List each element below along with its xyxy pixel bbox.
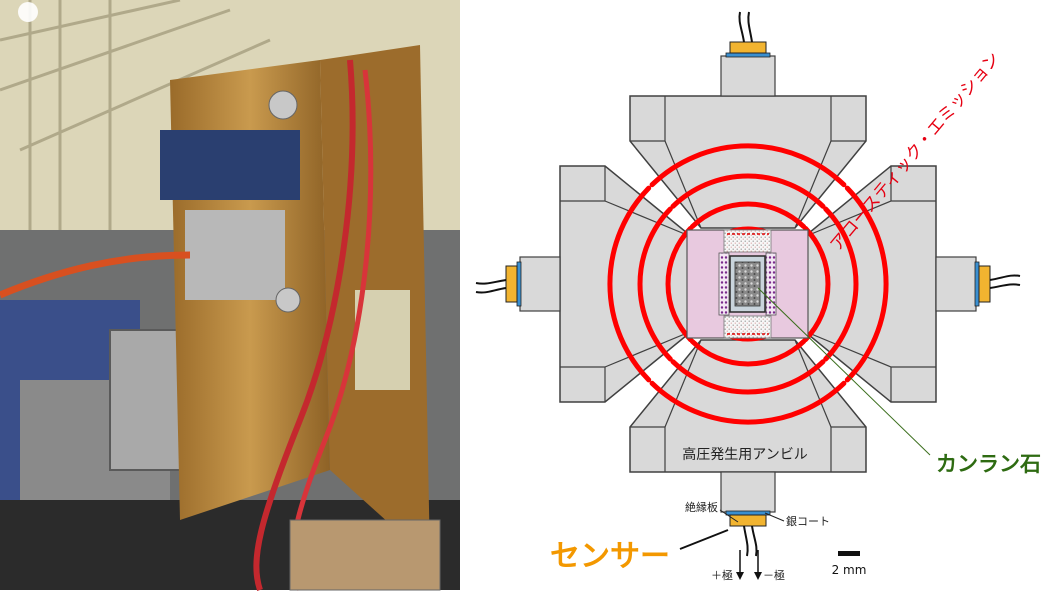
sensor-bottom-insulator [725, 510, 771, 516]
sensor-left-insulator [516, 261, 522, 307]
red-hose-1 [253, 59, 356, 591]
emission-arc-up-4 [670, 173, 826, 209]
lower-spacer [723, 315, 772, 339]
anvil-label: 高圧発生用アンビル [682, 446, 807, 463]
minus-pole-label: －極 [763, 568, 785, 582]
silver-coat-leader [764, 512, 785, 522]
insulator-leader [719, 509, 739, 523]
sensor-bottom [725, 510, 771, 557]
sample-label: カンラン石 [936, 452, 1041, 476]
olivine-sample [734, 261, 761, 307]
anvil-bottom-bevel-right [664, 339, 702, 428]
scale-bar [838, 551, 860, 556]
orange-hose [0, 251, 191, 299]
emission-arc-left-4 [637, 206, 673, 362]
frame-bolt-2 [275, 287, 301, 313]
sensor-left [475, 261, 522, 307]
emission-arc-up-3 [689, 201, 807, 229]
sensor-leader [679, 529, 729, 550]
press-top-plate [160, 130, 300, 200]
emission-arc-left-3 [665, 225, 693, 343]
plus-arrow [736, 572, 744, 580]
sensor-label: センサー [550, 539, 670, 574]
emission-arc-down-3 [689, 339, 807, 367]
scale-label: 2 mm [832, 563, 867, 577]
sensor-left-body [505, 265, 518, 303]
insulator-label: 絶縁板 [685, 500, 718, 514]
minus-arrow [754, 572, 762, 580]
sensor-right-wire-1 [989, 274, 1021, 281]
ceiling-beams [0, 0, 271, 270]
press-anvil-block [185, 210, 285, 300]
sensor-top-wire-2 [747, 11, 753, 43]
sensor-bottom-wire-2 [743, 525, 749, 557]
sensor-right [974, 261, 1021, 307]
silver-coat-label: 銀コート [786, 514, 830, 528]
emission-arc-up-5 [649, 143, 847, 188]
emission-arc-left-5 [607, 185, 652, 383]
plus-pole-label: ＋極 [711, 568, 733, 582]
sensor-top-body [729, 41, 767, 54]
anvil-right-bevel-left [803, 200, 892, 238]
anvil-left-holder [519, 256, 561, 312]
tray [289, 519, 441, 591]
sensor-top-insulator [725, 52, 771, 58]
anvil-top-bevel-right [794, 140, 832, 229]
right-sleeve [765, 252, 777, 316]
ceiling-light [18, 2, 38, 22]
emission-arc-down-5 [649, 380, 847, 425]
anvil-top-holder [720, 55, 776, 97]
frame-bolt [268, 90, 298, 120]
upper-spacer [723, 229, 772, 253]
anvil-right-bevel-right [803, 330, 892, 368]
anvil-right-holder [935, 256, 977, 312]
sample-leader-line [757, 287, 931, 456]
sensor-right-insulator [974, 261, 980, 307]
emission-arc-down-4 [670, 359, 826, 395]
emission-arc-right-4 [823, 206, 859, 362]
anvil-top-bevel-left [664, 140, 702, 229]
anvil-bottom-bevel-left [794, 339, 832, 428]
left-sleeve [718, 252, 730, 316]
sensor-left-wire-2 [475, 279, 507, 285]
anvil-diagram: アコースティック・エミッション 高圧発生用アンビル カンラン石 絶縁板 銀コート… [475, 11, 1041, 582]
anvil-left-bevel-left [604, 330, 693, 368]
frame-window [355, 290, 410, 390]
emission-arc-right-3 [803, 225, 831, 343]
sensor-left-wire-1 [475, 287, 507, 294]
sample-cell-assembly [686, 229, 809, 339]
sensor-bottom-body [729, 514, 767, 527]
emission-arc-right-5 [844, 185, 889, 383]
sensor-right-body [978, 265, 991, 303]
press-apparatus-photo [0, 0, 460, 591]
sensor-right-wire-2 [989, 283, 1021, 289]
anvil-left-bevel-right [604, 200, 693, 238]
sensor-bottom-wire-1 [751, 525, 758, 557]
anvil-bottom-holder [720, 471, 776, 513]
sensor-top [725, 11, 771, 58]
sensor-top-wire-1 [738, 11, 745, 43]
